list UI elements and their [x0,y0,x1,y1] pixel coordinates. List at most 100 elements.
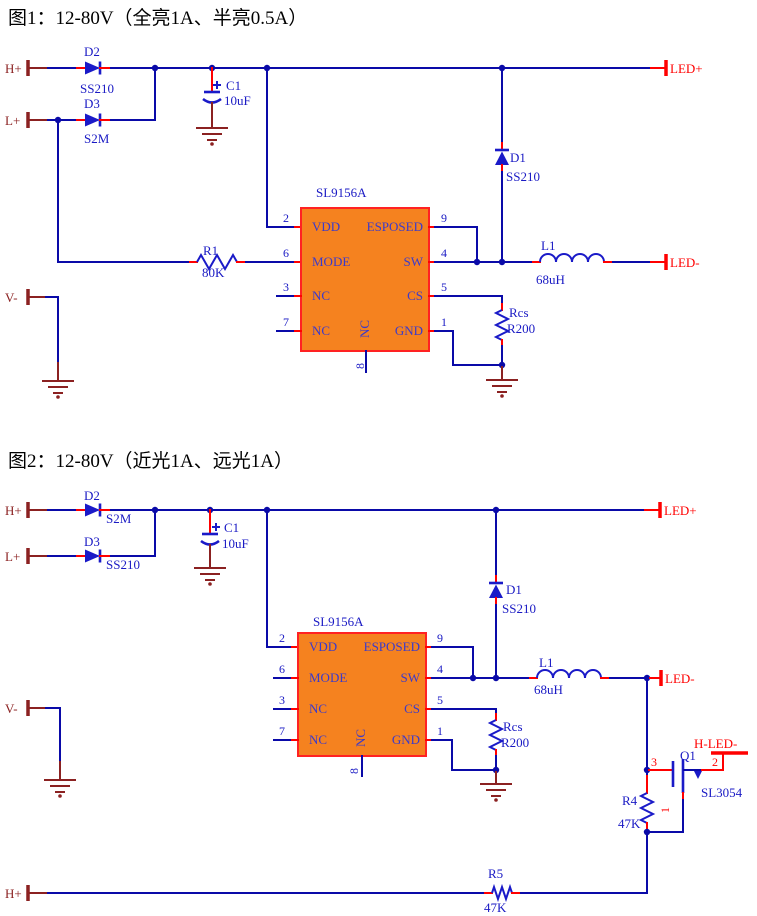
h-plus-bottom-label: H+ [5,886,22,901]
diode-d3-2: D3 SS210 [76,534,140,572]
inductor-body [539,253,605,263]
r1-value-label: 80K [202,265,225,280]
pin-name-nc7: NC [312,323,330,338]
wire-esposed-to-sw-2 [425,646,474,679]
pin-num-2: 2 [279,631,285,645]
resistor-rcs: Rcs R200 [493,303,535,366]
pin-num-7: 7 [283,315,289,329]
pin-name-esposed: ESPOSED [367,219,423,234]
q1-gate-pin-number: 3 [651,755,657,769]
led-minus-label: LED- [670,255,700,270]
pin-name-nc3: NC [309,701,327,716]
l-plus-label: L+ [5,549,20,564]
q1-drain-pin-number: 2 [712,755,718,769]
pin-name-gnd: GND [395,323,423,338]
led-minus-label: LED- [665,671,695,686]
d1-value-label: SS210 [506,169,540,184]
wire-top-rail [47,64,652,72]
d3-ref-label: D3 [84,96,100,111]
pin-num-8: 8 [347,768,361,774]
pin-name-gnd: GND [392,732,420,747]
led-plus-label: LED+ [670,61,703,76]
r5-ref-label: R5 [488,866,503,881]
ic-name-label: SL9156A [313,614,364,629]
d2-value-label: S2M [106,511,132,526]
pin-num-4: 4 [437,662,443,676]
pin-name-nc7: NC [309,732,327,747]
diode-d1: D1 SS210 [495,67,540,263]
wire-sw-rail-2 [425,674,651,682]
d2-ref-label: D2 [84,44,100,59]
wire-gnd-pin-2 [425,739,500,774]
junction-dot [469,674,477,682]
l1-ref-label: L1 [539,655,553,670]
q1-value-label: SL3054 [701,785,743,800]
diode-body [85,549,100,563]
rcs-value-label: R200 [507,321,535,336]
pin-num-3: 3 [279,693,285,707]
wire-vdd-branch-2 [266,509,299,648]
inductor-body [536,669,602,679]
figure1-schematic: 图1：12-80V（全亮1A、半亮0.5A） H+ D2 SS210 [5,7,703,399]
pin-num-2: 2 [283,211,289,225]
v-minus-label: V- [5,290,18,305]
rcs-value-label: R200 [501,735,529,750]
mosfet-arrow [694,771,702,779]
terminal-h-plus-2: H+ [5,502,49,518]
ic-sl9156a-2: SL9156A VDD MODE NC NC ESPOSED SW CS GND… [273,614,443,777]
h-plus-label: H+ [5,61,22,76]
resistor-r4: R4 47K [618,769,656,836]
pin-name-mode: MODE [312,254,350,269]
c1-value-label: 10uF [222,536,249,551]
pin-name-cs: CS [407,288,423,303]
wire-cs-branch [428,295,503,305]
d1-ref-label: D1 [506,582,522,597]
h-plus-label: H+ [5,503,22,518]
figure2-schematic: 图2：12-80V（近光1A、远光1A） H+ D2 S2M [5,450,748,915]
v-minus-label: V- [5,701,18,716]
d2-ref-label: D2 [84,488,100,503]
terminal-led-plus-2: LED+ [644,502,697,518]
ic-body [300,207,430,352]
wire-vdd-branch [266,67,302,228]
pin-num-6: 6 [283,246,289,260]
h-led-minus-label: H-LED- [694,736,737,751]
led-plus-label: LED+ [664,503,697,518]
rcs-ref-label: Rcs [503,719,523,734]
pin-num-9: 9 [437,631,443,645]
pin-num-1: 1 [437,724,443,738]
ground-rcs [486,366,518,398]
resistor-body [638,792,656,824]
terminal-v-minus-2: V- [5,700,76,798]
diode-body [85,61,100,75]
ground-rcs-2 [480,771,512,802]
pin-name-sw: SW [401,670,421,685]
ground-symbol [194,567,226,586]
ground-symbol [196,127,228,146]
diode-body [495,151,509,165]
resistor-r1: R1 80K [189,243,245,280]
pin-name-nc8: NC [353,729,368,747]
l1-ref-label: L1 [541,238,555,253]
ic-sl9156a: SL9156A VDD MODE NC NC ESPOSED SW CS GND… [276,185,447,373]
capacitor-curved-plate [202,97,222,104]
wire-led-minus-to-q1: 3 [643,677,657,774]
junction-dot [498,361,506,369]
terminal-led-minus: LED- [650,254,700,270]
r1-ref-label: R1 [203,243,218,258]
pin-num-7: 7 [279,724,285,738]
q1-source-pin-number: 1 [658,807,672,813]
diode-d3: D3 S2M [76,96,110,146]
terminal-led-plus: LED+ [650,60,703,76]
c1-value-label: 10uF [224,93,251,108]
capacitor-c1: C1 10uF [196,67,251,146]
ic-name-label: SL9156A [316,185,367,200]
pin-num-1: 1 [441,315,447,329]
resistor-body [493,309,511,341]
terminal-v-minus: V- [5,289,74,399]
diode-d2-2: D2 S2M [76,488,132,526]
terminal-l-plus: L+ [5,112,49,128]
d3-value-label: S2M [84,131,110,146]
